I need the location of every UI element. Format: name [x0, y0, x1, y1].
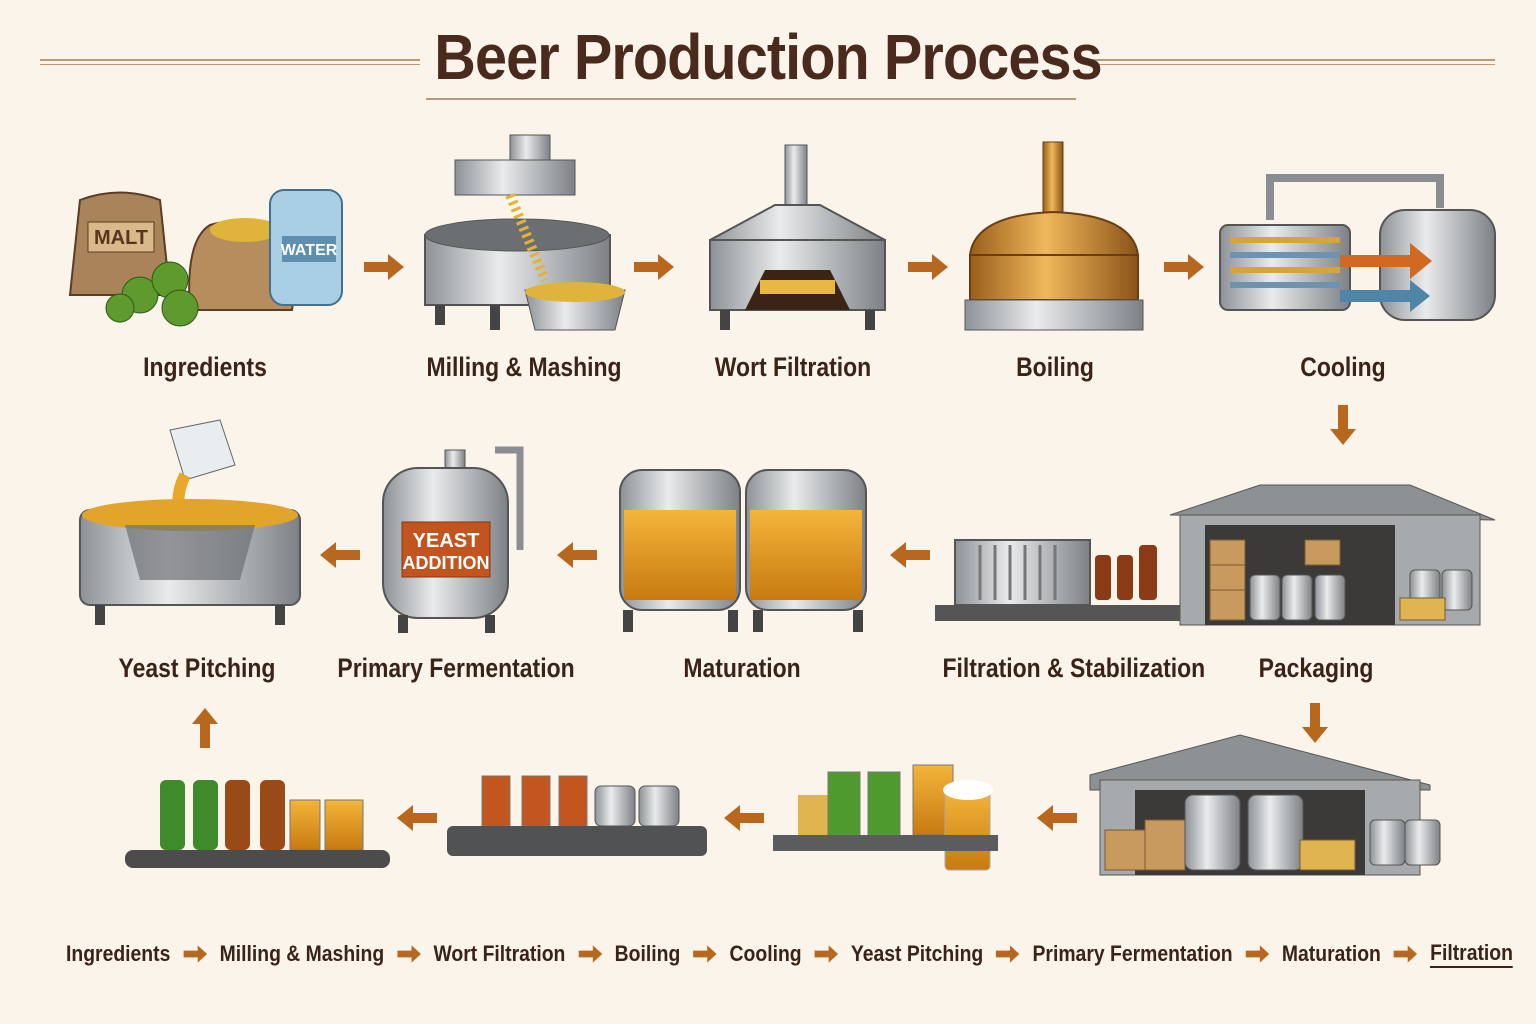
step-label-filtration-stabilization: Filtration & Stabilization — [942, 653, 1206, 683]
title-rule-left — [40, 59, 420, 65]
ingredients-illustration: MALT WATER — [68, 189, 343, 327]
title-rule-right — [1085, 59, 1495, 65]
arrow-right-icon — [362, 252, 406, 282]
arrow-left-icon — [395, 803, 439, 833]
flow-step: Milling & Mashing — [219, 941, 385, 966]
arrow-right-icon — [906, 252, 950, 282]
flow-step: Ingredients — [66, 941, 171, 966]
flow-step: Maturation — [1281, 941, 1381, 966]
filtration-stabilization-illustration — [935, 539, 1180, 621]
arrow-right-icon — [632, 252, 676, 282]
page-title: Beer Production Process — [434, 21, 1102, 93]
arrow-down-icon — [1328, 403, 1358, 447]
arrow-right-icon — [810, 944, 842, 964]
boiling-illustration — [964, 141, 1144, 331]
cooling-illustration — [1219, 174, 1496, 321]
arrow-left-icon — [1035, 803, 1079, 833]
step-label-cooling: Cooling — [1300, 352, 1386, 382]
canning-line-illustration — [447, 775, 707, 856]
arrow-right-icon — [179, 944, 211, 964]
yeast-label-line1: YEAST — [413, 530, 480, 552]
arrow-left-icon — [555, 540, 599, 570]
step-label-maturation: Maturation — [683, 653, 801, 683]
arrow-left-icon — [722, 803, 766, 833]
storage-warehouse-illustration — [1089, 734, 1441, 876]
milling-mashing-illustration — [424, 134, 626, 331]
step-label-wort-filtration: Wort Filtration — [714, 352, 872, 382]
arrow-right-icon — [1162, 252, 1206, 282]
flow-step: Cooling — [729, 941, 802, 966]
arrow-right-icon — [1390, 944, 1422, 964]
yeast-label-line2: ADDITION — [403, 553, 490, 573]
flow-step: Yeast Pitching — [850, 941, 984, 966]
step-label-packaging: Packaging — [1258, 653, 1374, 683]
bottling-line-illustration — [125, 780, 390, 868]
yeast-pitching-illustration — [79, 419, 301, 625]
arrow-right-icon — [992, 944, 1024, 964]
step-label-milling-mashing: Milling & Mashing — [426, 352, 622, 382]
flow-step: Filtration — [1430, 940, 1513, 968]
step-label-primary-fermentation: Primary Fermentation — [337, 653, 575, 683]
arrow-right-icon — [1241, 944, 1273, 964]
arrow-left-icon — [318, 540, 362, 570]
packaging-warehouse-illustration — [1169, 484, 1496, 626]
title-underline — [426, 98, 1076, 100]
primary-fermentation-illustration: YEAST ADDITION — [382, 446, 524, 633]
step-label-ingredients: Ingredients — [143, 352, 267, 382]
step-label-boiling: Boiling — [1016, 352, 1094, 382]
arrow-right-icon — [574, 944, 606, 964]
flow-step: Wort Filtration — [433, 941, 566, 966]
arrow-left-icon — [888, 540, 932, 570]
cans-and-mug-illustration — [773, 764, 998, 871]
flow-step: Primary Fermentation — [1032, 941, 1233, 966]
arrow-up-icon — [190, 706, 220, 750]
arrow-right-icon — [393, 944, 425, 964]
maturation-illustration — [619, 469, 867, 632]
wort-filtration-illustration — [709, 144, 886, 330]
malt-tag: MALT — [94, 227, 148, 249]
process-summary-flow: Ingredients Milling & Mashing Wort Filtr… — [66, 940, 1513, 968]
arrow-right-icon — [689, 944, 721, 964]
flow-step: Boiling — [614, 941, 681, 966]
step-label-yeast-pitching: Yeast Pitching — [118, 653, 276, 683]
water-tag: WATER — [281, 242, 338, 259]
